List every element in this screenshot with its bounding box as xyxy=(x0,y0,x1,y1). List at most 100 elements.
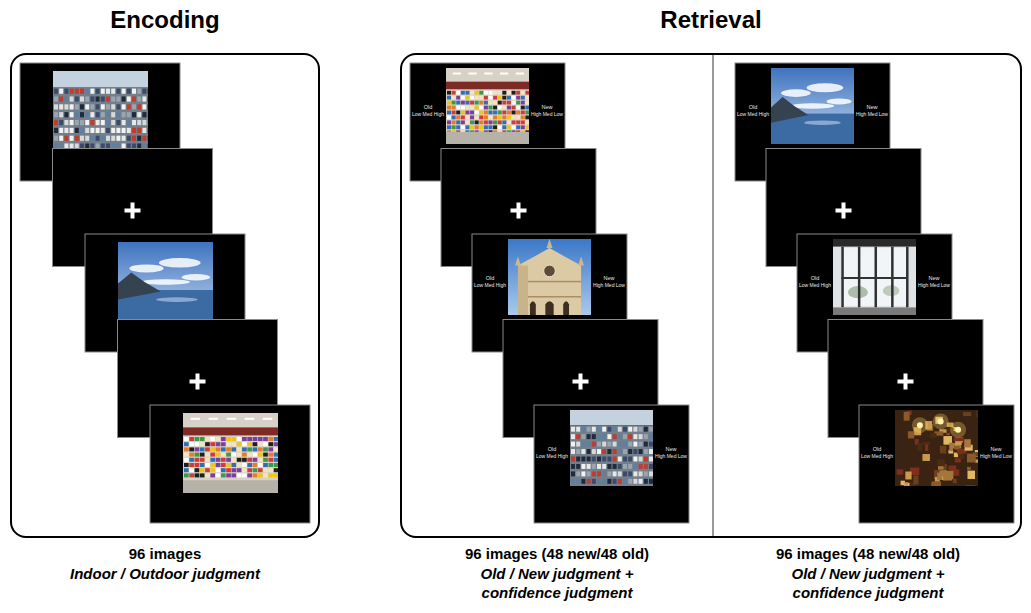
photo-detail xyxy=(518,248,581,315)
photo-detail xyxy=(200,473,205,477)
photo-detail xyxy=(576,471,580,476)
photo-detail xyxy=(649,427,653,432)
photo-detail xyxy=(210,458,215,462)
photo-detail xyxy=(183,413,278,493)
photo-detail xyxy=(613,457,617,462)
photo-detail xyxy=(613,471,617,476)
photo-detail xyxy=(623,464,627,469)
photo-detail xyxy=(507,125,511,129)
photo-detail xyxy=(70,143,74,148)
photo-detail xyxy=(75,104,79,109)
photo-detail xyxy=(479,125,483,129)
response-scale-label: New xyxy=(990,447,1001,453)
photo-detail xyxy=(904,482,908,486)
response-scale-label: Old xyxy=(548,447,557,453)
photo-detail xyxy=(96,112,100,117)
photo-detail xyxy=(452,91,456,95)
response-scale-label: High Med Low xyxy=(918,283,950,288)
photo-detail xyxy=(137,96,141,101)
photo-detail xyxy=(242,437,247,441)
photo-detail xyxy=(70,112,74,117)
photo-detail xyxy=(470,125,474,129)
scene-photo xyxy=(895,410,983,491)
photo-detail xyxy=(581,449,585,454)
photo-detail xyxy=(512,101,516,105)
photo-detail xyxy=(85,136,89,141)
photo-detail xyxy=(101,128,105,133)
photo-detail xyxy=(465,116,469,120)
photo-detail xyxy=(771,68,854,144)
photo-detail xyxy=(132,128,136,133)
photo-detail xyxy=(525,96,529,100)
photo-detail xyxy=(525,125,529,129)
photo-detail xyxy=(232,473,237,477)
photo-detail xyxy=(127,128,131,133)
photo-detail xyxy=(581,464,585,469)
photo-detail xyxy=(895,410,978,486)
photo-detail xyxy=(189,437,194,441)
photo-detail xyxy=(148,143,149,148)
photo-detail xyxy=(75,89,79,94)
photo-detail xyxy=(80,128,84,133)
photo-detail xyxy=(189,447,194,451)
photo-detail xyxy=(54,104,58,109)
photo-detail xyxy=(516,111,520,115)
phase-panel: OldLow Med HighNewHigh Med LowOldLow Med… xyxy=(400,53,1022,538)
photo-detail xyxy=(195,468,200,472)
photo-detail xyxy=(274,453,278,457)
photo-detail xyxy=(507,120,511,124)
photo-detail xyxy=(804,120,841,125)
photo-detail xyxy=(263,458,268,462)
photo-detail xyxy=(507,116,511,120)
photo-detail xyxy=(268,442,273,446)
photo-detail xyxy=(268,458,273,462)
photo-detail xyxy=(489,91,493,95)
phase-caption: 96 images (48 new/48 old) xyxy=(776,545,960,564)
photo-detail xyxy=(446,68,529,144)
photo-detail xyxy=(516,106,520,110)
photo-detail xyxy=(628,457,632,462)
photo-detail xyxy=(70,120,74,125)
scene-photo xyxy=(771,68,854,144)
photo-detail xyxy=(489,116,493,120)
photo-detail xyxy=(933,413,949,429)
photo-detail xyxy=(571,427,575,432)
response-scale-label: New xyxy=(665,447,676,453)
photo-detail xyxy=(613,464,617,469)
photo-detail xyxy=(232,468,237,472)
photo-detail xyxy=(633,479,637,484)
photo-detail xyxy=(258,437,263,441)
response-scale-label: High Med Low xyxy=(531,112,563,117)
photo-detail xyxy=(116,143,120,148)
photo-detail xyxy=(200,458,205,462)
photo-detail xyxy=(649,442,653,447)
photo-detail xyxy=(242,468,247,472)
response-scale-label: High Med Low xyxy=(980,454,1012,459)
photo-detail xyxy=(116,128,120,133)
photo-detail xyxy=(216,463,221,467)
photo-detail xyxy=(216,437,221,441)
photo-detail xyxy=(649,479,653,484)
photo-detail xyxy=(618,464,622,469)
photo-detail xyxy=(597,442,601,447)
photo-detail xyxy=(628,442,632,447)
photo-detail xyxy=(85,120,89,125)
photo-detail xyxy=(216,453,221,457)
photo-detail xyxy=(545,301,553,315)
photo-detail xyxy=(111,96,115,101)
photo-detail xyxy=(210,463,215,467)
photo-detail xyxy=(127,104,131,109)
photo-detail xyxy=(649,449,653,454)
photo-detail xyxy=(80,104,84,109)
photo-detail xyxy=(512,116,516,120)
photo-detail xyxy=(137,112,141,117)
photo-detail xyxy=(106,120,110,125)
text-slot: 96 images (48 new/48 old) xyxy=(776,545,960,564)
photo-detail xyxy=(544,265,556,277)
photo-detail xyxy=(484,101,488,105)
photo-detail xyxy=(525,116,529,120)
photo-detail xyxy=(129,264,163,272)
photo-detail xyxy=(912,417,928,433)
photo-detail xyxy=(954,437,964,441)
photo-detail xyxy=(516,120,520,124)
